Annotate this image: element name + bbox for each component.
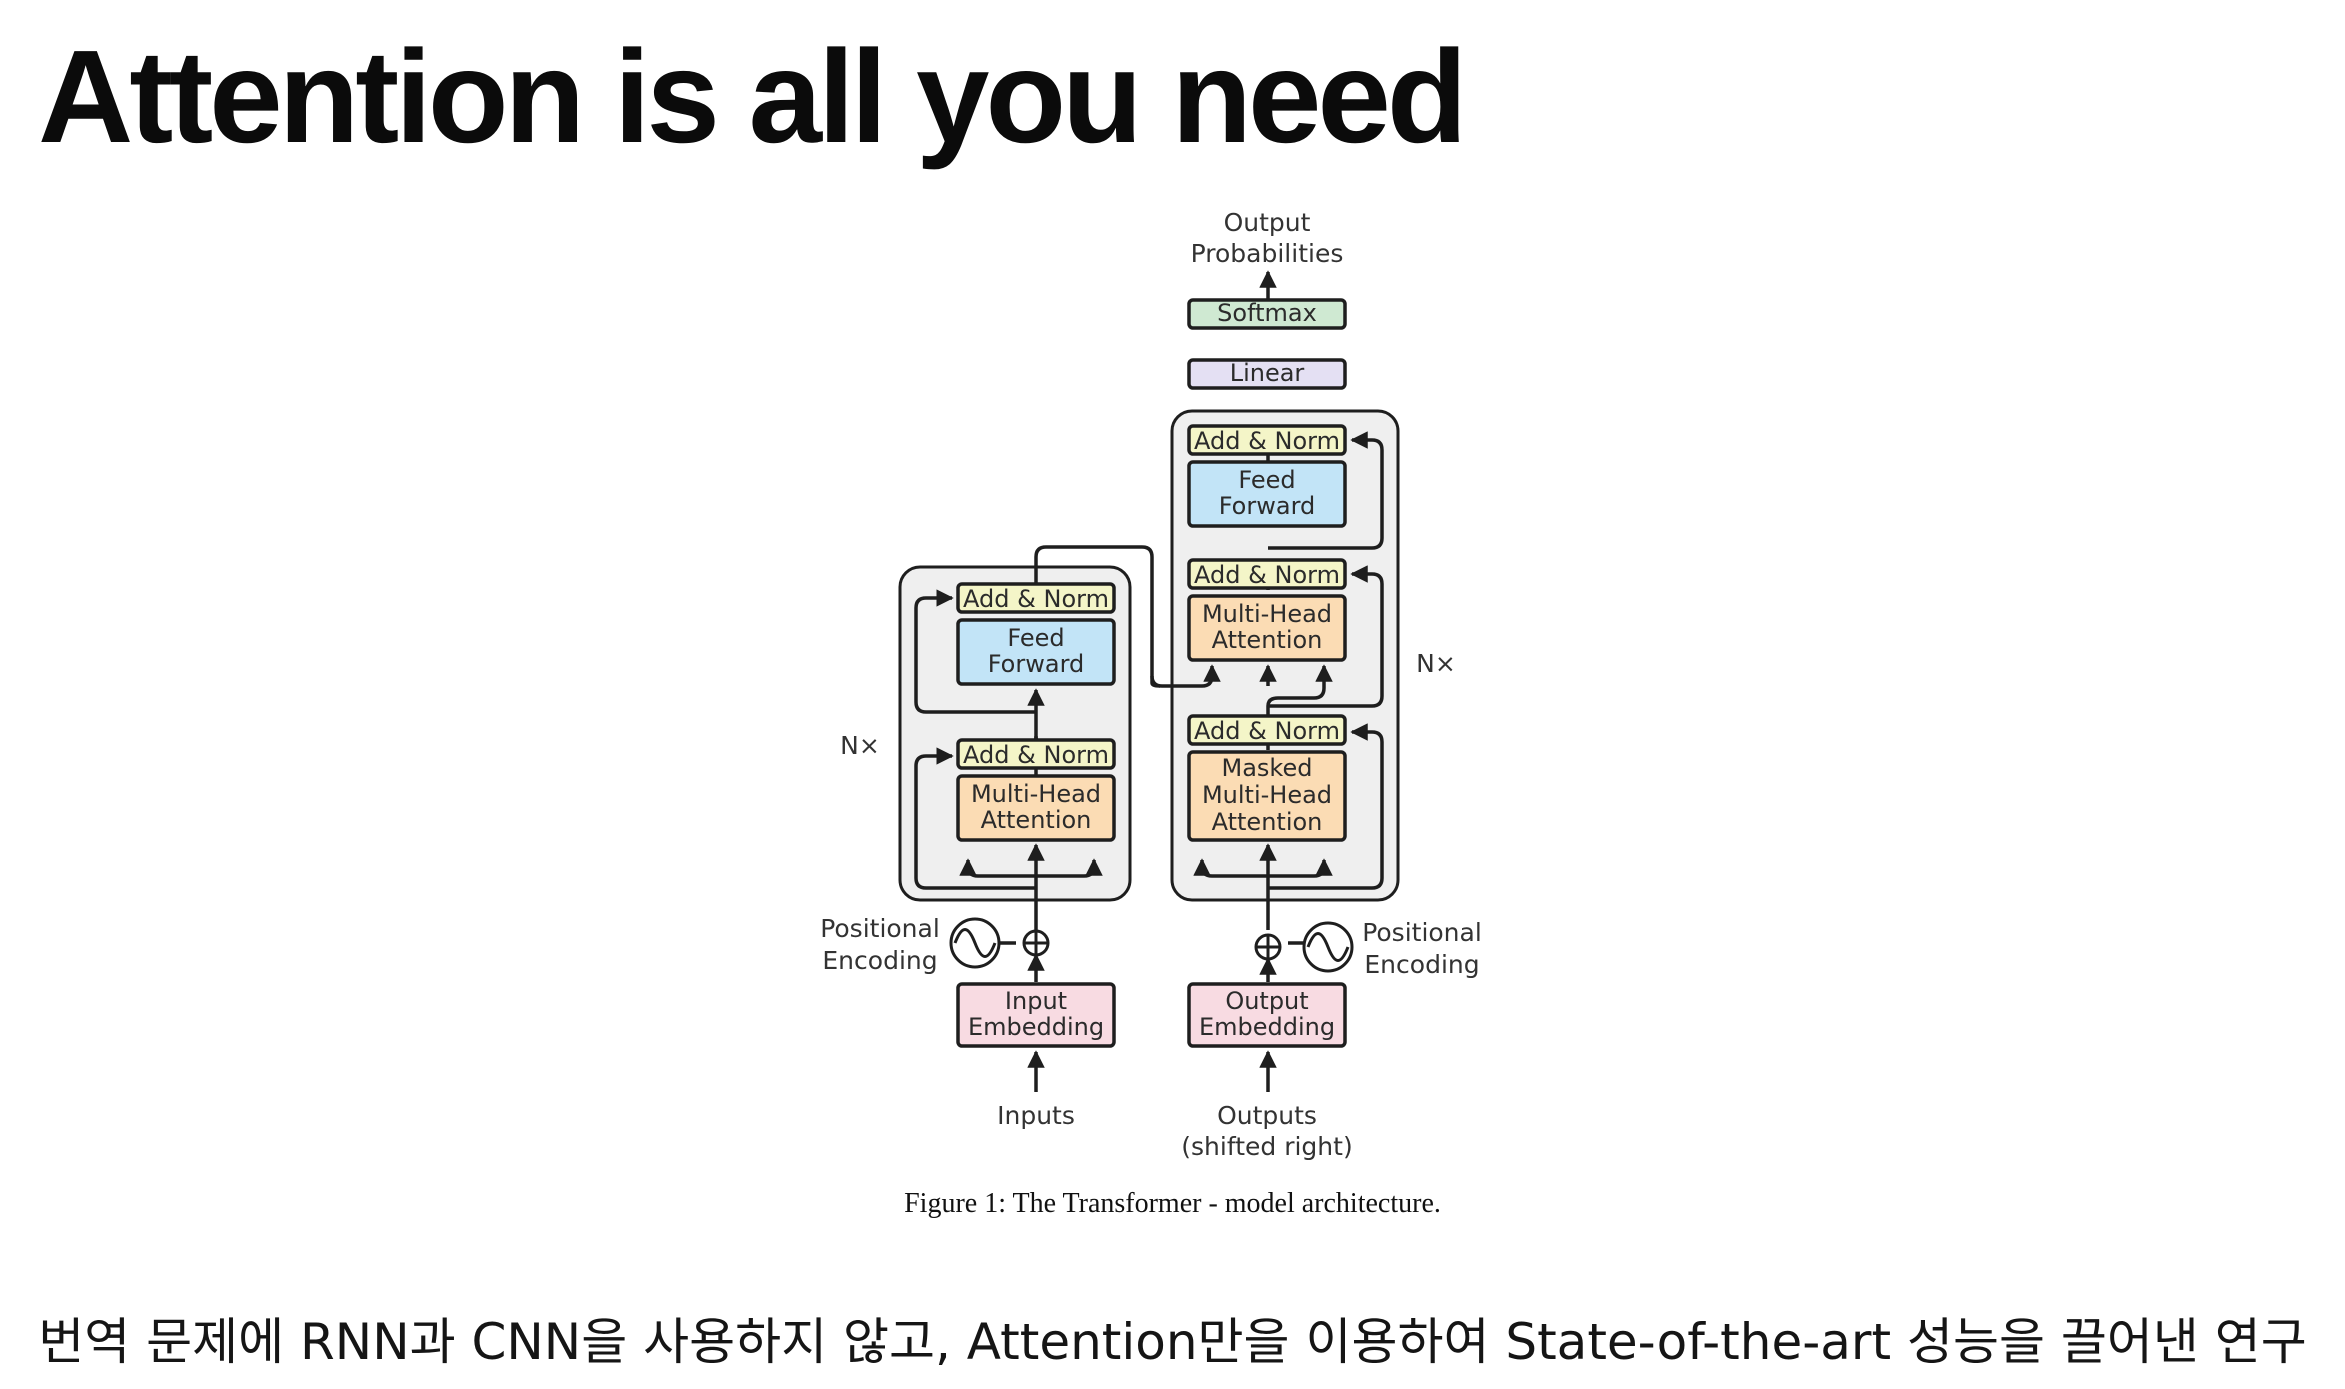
slide-subtitle: 번역 문제에 RNN과 CNN을 사용하지 않고, Attention만을 이용…	[38, 1313, 2307, 1371]
decoder-add-norm-bottom	[1187, 714, 1347, 746]
encoder-att-label-1: Multi-Head	[971, 780, 1101, 808]
decoder-pos-label-1: Positional	[1362, 918, 1482, 947]
decoder-attention	[1187, 594, 1347, 662]
output-prob-label-1: Output	[1224, 208, 1311, 237]
inputs-label: Inputs	[997, 1101, 1075, 1130]
masked-att-label-3: Attention	[1212, 808, 1323, 836]
encoder-attention	[956, 774, 1116, 842]
outputs-label-1: Outputs	[1217, 1101, 1317, 1130]
linear-label: Linear	[1230, 359, 1305, 387]
encoder-repeat-label: N×	[840, 731, 880, 760]
output-embedding-label-1: Output	[1225, 987, 1308, 1015]
output-prob-label-2: Probabilities	[1191, 239, 1344, 268]
input-embedding-label-2: Embedding	[968, 1013, 1104, 1041]
decoder-masked-attention	[1187, 750, 1347, 842]
decoder-add-norm-mid-label: Add & Norm	[1194, 561, 1340, 589]
encoder-feed-forward	[956, 618, 1116, 686]
positional-add-nodes	[949, 917, 1354, 973]
decoder-ff-label-1: Feed	[1238, 466, 1295, 494]
input-embedding	[956, 982, 1116, 1048]
output-embedding-label-2: Embedding	[1199, 1013, 1335, 1041]
decoder-add-norm-bottom-label: Add & Norm	[1194, 717, 1340, 745]
outputs-label-2: (shifted right)	[1181, 1132, 1352, 1161]
decoder-add-norm-top	[1187, 424, 1347, 456]
decoder-ff-label-2: Forward	[1219, 492, 1316, 520]
decoder-repeat-label: N×	[1416, 649, 1456, 678]
softmax-block	[1187, 298, 1347, 330]
encoder-ff-label-1: Feed	[1007, 624, 1064, 652]
input-embedding-label-1: Input	[1005, 987, 1067, 1015]
encoder-add-norm-bottom-label: Add & Norm	[963, 741, 1109, 769]
decoder-add-norm-mid	[1187, 558, 1347, 590]
encoder-pos-label-1: Positional	[820, 914, 940, 943]
decoder-pos-label-2: Encoding	[1364, 950, 1479, 979]
masked-att-label-1: Masked	[1222, 754, 1313, 782]
decoder-att-label-1: Multi-Head	[1202, 600, 1332, 628]
encoder-ff-label-2: Forward	[988, 650, 1085, 678]
slide-title: Attention is all you need	[38, 23, 1467, 170]
softmax-label: Softmax	[1217, 299, 1317, 327]
decoder-add-norm-top-label: Add & Norm	[1194, 427, 1340, 455]
encoder-add-norm-top-label: Add & Norm	[963, 585, 1109, 613]
masked-att-label-2: Multi-Head	[1202, 781, 1332, 809]
decoder-feed-forward	[1187, 460, 1347, 528]
encoder-pos-label-2: Encoding	[822, 946, 937, 975]
linear-block	[1187, 358, 1347, 390]
encoder-att-label-2: Attention	[981, 806, 1092, 834]
encoder-stack	[898, 565, 1132, 902]
figure-caption: Figure 1: The Transformer - model archit…	[904, 1188, 1441, 1219]
decoder-att-label-2: Attention	[1212, 626, 1323, 654]
encoder-add-norm-top	[956, 582, 1116, 614]
output-embedding	[1187, 982, 1347, 1048]
encoder-add-norm-bottom	[956, 738, 1116, 770]
